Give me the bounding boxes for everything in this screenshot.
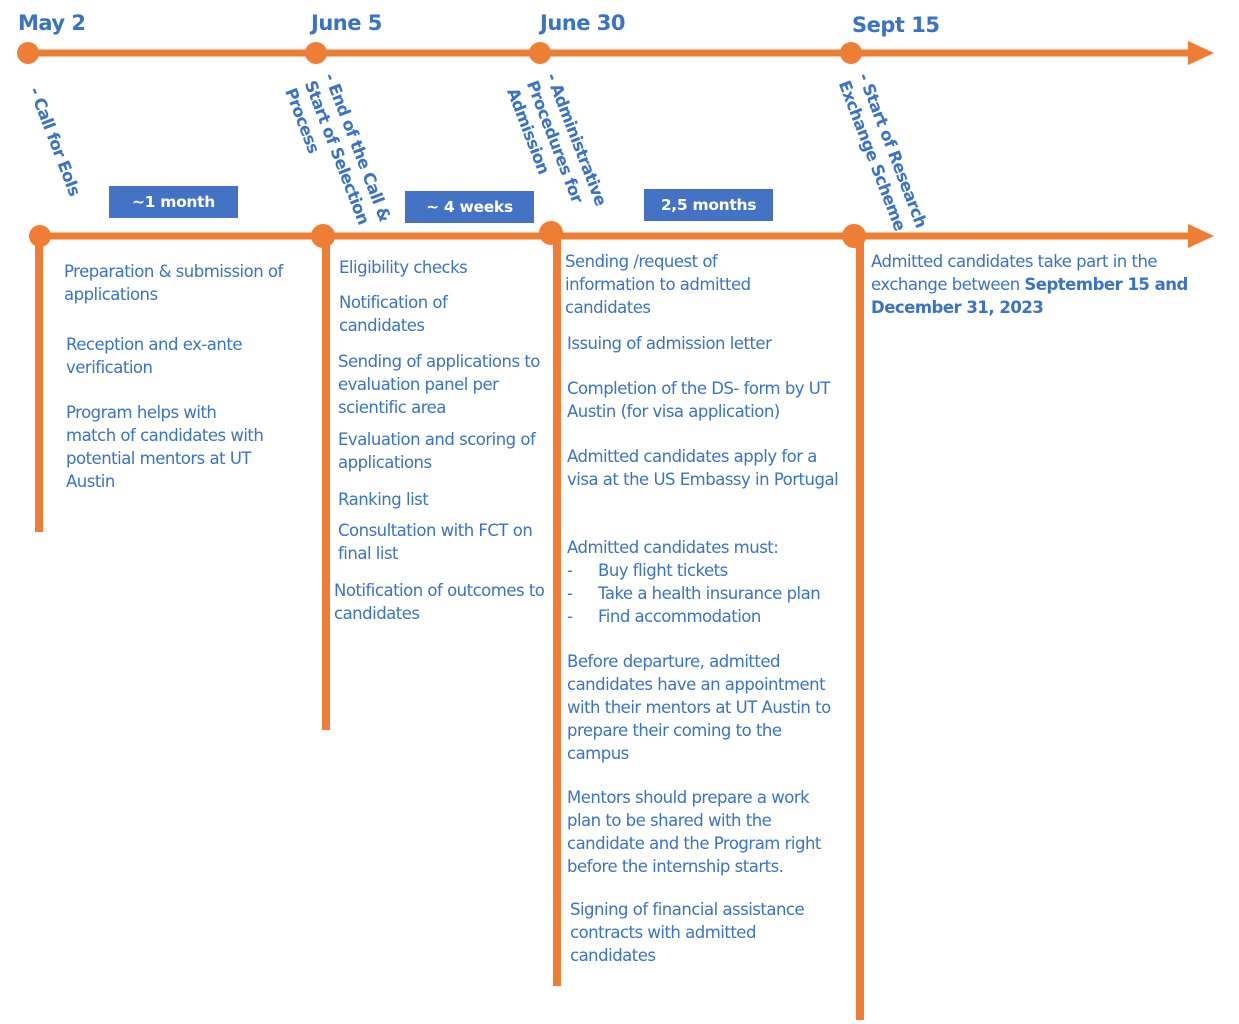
- june30-must-bullet-3: -Find accommodation: [567, 607, 761, 626]
- june30-item-3: Completion of the DS- form by UT Austin …: [567, 379, 830, 421]
- june30-item-4: Admitted candidates apply for a visa at …: [567, 447, 839, 489]
- bottom-dot-june30: [539, 221, 563, 245]
- june30-item-7: Signing of financial assistance contract…: [570, 900, 805, 965]
- may-item-3: Program helps with match of candidates w…: [66, 403, 264, 491]
- may-item-1: Preparation & submission of applications: [64, 262, 283, 304]
- june30-must-block: Admitted candidates must: -Buy flight ti…: [567, 536, 847, 628]
- sept-item-text: Admitted candidates take part in the exc…: [871, 252, 1158, 294]
- date-sept15: Sept 15: [852, 13, 940, 37]
- june5-item-7: Notification of outcomes to candidates: [334, 581, 545, 623]
- top-dot-june30: [529, 42, 551, 64]
- top-dot-sept15: [840, 42, 862, 64]
- june30-item-1: Sending /request of information to admit…: [565, 252, 751, 317]
- top-dot-may2: [17, 42, 39, 64]
- date-may2: May 2: [18, 11, 86, 35]
- date-june5: June 5: [311, 11, 382, 35]
- duration-box-3: 2,5 months: [644, 189, 773, 221]
- june30-item-6: Mentors should prepare a work plan to be…: [567, 788, 821, 876]
- duration-box-1: ~1 month: [109, 186, 238, 218]
- bottom-dot-sept: [842, 224, 866, 248]
- sept-item-bold: September 15 and December 31, 2023: [871, 275, 1188, 317]
- bottom-dot-may: [29, 225, 51, 247]
- date-june30: June 30: [540, 11, 626, 35]
- june5-item-3: Sending of applications to evaluation pa…: [338, 352, 540, 417]
- june5-item-1: Eligibility checks: [339, 258, 468, 277]
- june5-item-2: Notification of candidates: [339, 293, 448, 335]
- june30-must-bullet-1: -Buy flight tickets: [567, 561, 728, 580]
- june30-must-title: Admitted candidates must:: [567, 538, 779, 557]
- june5-item-6: Consultation with FCT on final list: [338, 521, 533, 563]
- top-arrow-head: [1188, 41, 1214, 65]
- sept-item-1: Admitted candidates take part in the exc…: [871, 250, 1191, 319]
- duration-box-2: ~ 4 weeks: [405, 191, 534, 223]
- top-dot-june5: [305, 42, 327, 64]
- june5-item-4: Evaluation and scoring of applications: [338, 430, 536, 472]
- june30-item-2: Issuing of admission letter: [567, 334, 772, 353]
- june5-item-5: Ranking list: [338, 490, 429, 509]
- bottom-arrow-head: [1188, 224, 1214, 248]
- june30-item-5: Before departure, admitted candidates ha…: [567, 652, 831, 763]
- june30-must-bullet-2: -Take a health insurance plan: [567, 584, 821, 603]
- may-item-2: Reception and ex-ante verification: [66, 335, 242, 377]
- bottom-dot-june5: [311, 224, 335, 248]
